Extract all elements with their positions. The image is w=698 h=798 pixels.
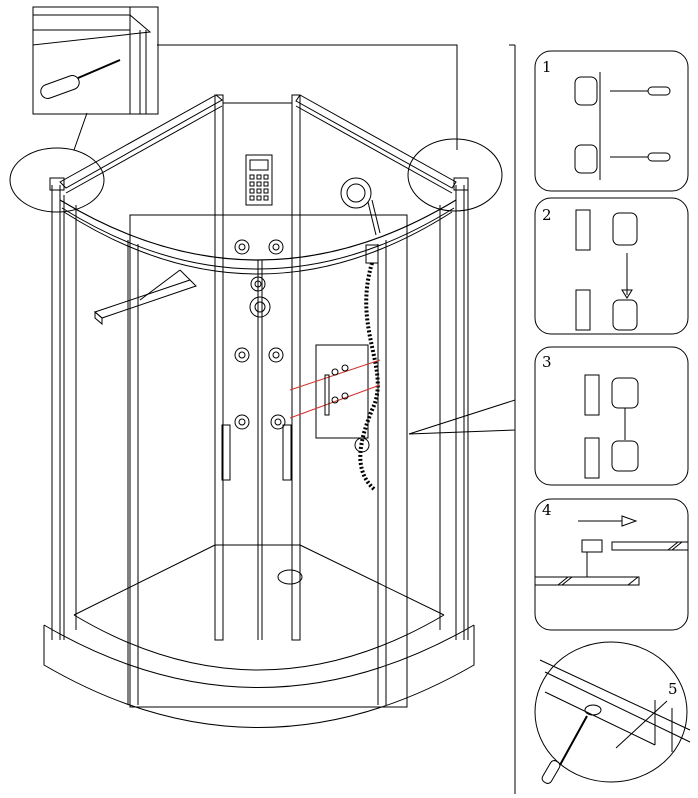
right-post xyxy=(453,177,469,640)
shower-cabin xyxy=(9,44,516,728)
step-5-box: 5 xyxy=(534,641,691,784)
steps-panel: 1 2 3 xyxy=(509,44,691,794)
step-1-box: 1 xyxy=(534,50,689,192)
fixing-detail-inset xyxy=(289,344,381,439)
corner-circle-right xyxy=(407,138,503,212)
callout-line-right xyxy=(408,399,516,435)
screwdriver-icon xyxy=(40,59,121,99)
corner-circle-left xyxy=(9,147,105,213)
control-panel xyxy=(245,154,273,206)
top-rail-right xyxy=(295,94,457,189)
center-column xyxy=(214,94,301,641)
step-4-box: 4 xyxy=(534,498,689,631)
shower-head xyxy=(340,177,381,264)
towel-shelf xyxy=(94,269,197,326)
step-3-number: 3 xyxy=(542,353,552,371)
top-rail-left xyxy=(59,94,223,189)
left-post xyxy=(49,177,65,640)
step-1-number: 1 xyxy=(542,58,552,76)
callout-line-left xyxy=(73,112,88,151)
door-handle-right xyxy=(282,424,292,481)
step-5-number: 5 xyxy=(668,680,678,698)
detail-frame xyxy=(129,214,408,708)
shower-tray xyxy=(43,544,475,728)
step-2-number: 2 xyxy=(542,206,552,224)
shower-hose xyxy=(358,262,380,492)
door-handle-left xyxy=(221,424,231,481)
step-4-number: 4 xyxy=(542,501,552,519)
top-detail-inset xyxy=(32,6,159,115)
callout-line-top xyxy=(157,44,458,150)
step-3-box: 3 xyxy=(534,346,689,486)
step-2-box: 2 xyxy=(534,197,689,335)
top-curved-rail xyxy=(59,199,457,261)
drain xyxy=(277,569,303,585)
massage-jets xyxy=(234,239,286,430)
